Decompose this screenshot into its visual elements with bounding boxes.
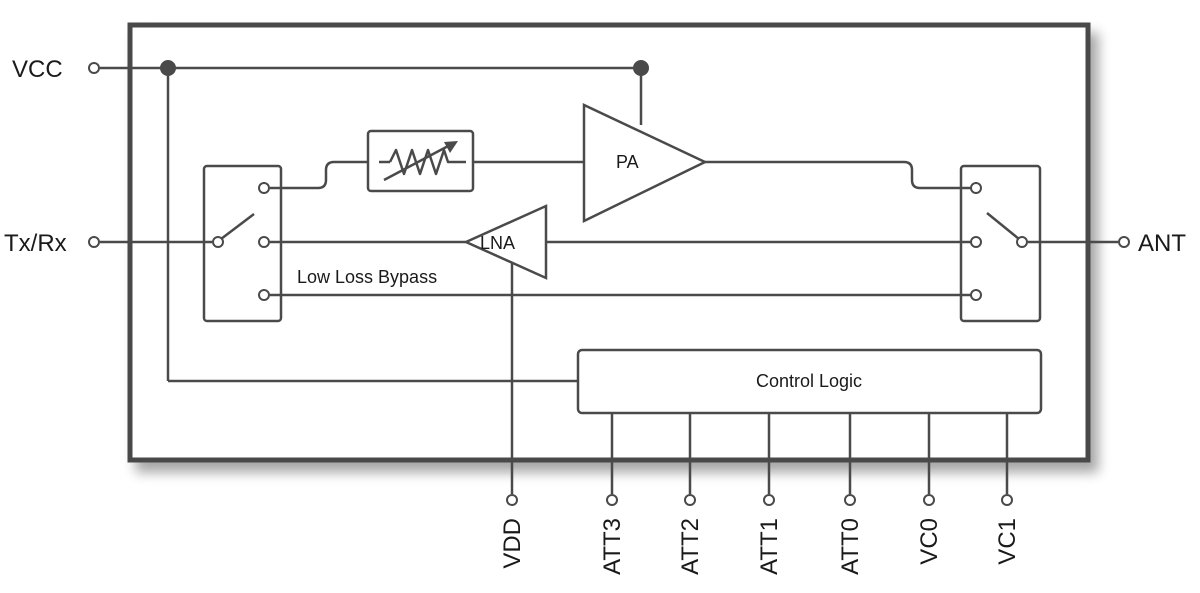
output-switch [959, 164, 1118, 323]
pa-label: PA [616, 152, 639, 172]
vcc-pin [88, 62, 100, 74]
pin-att2: ATT2 [677, 494, 704, 575]
pin-vdd: VDD [499, 494, 526, 569]
ant-label: ANT [1138, 230, 1186, 257]
control-logic-label: Control Logic [756, 371, 862, 391]
pin-label: VC1 [994, 518, 1021, 565]
pin-label: ATT1 [756, 518, 783, 575]
pin-label: ATT0 [837, 518, 864, 575]
pin-att3: ATT3 [599, 494, 626, 575]
attenuator-arrow-icon [444, 141, 458, 153]
pin-att1: ATT1 [756, 494, 783, 575]
low-noise-amplifier: LNA [462, 204, 548, 280]
pin-label: ATT3 [599, 518, 626, 575]
lna-label: LNA [480, 233, 515, 253]
pin-label: VC0 [916, 518, 943, 565]
variable-attenuator [366, 129, 475, 193]
vcc-label: VCC [12, 56, 63, 83]
pin-vc0: VC0 [916, 494, 943, 565]
power-amplifier: PA [582, 103, 708, 224]
control-leads [610, 413, 1009, 494]
control-logic-block: Control Logic [576, 348, 1043, 415]
input-switch [100, 164, 283, 323]
vcc-rail [100, 60, 649, 383]
pin-label: VDD [499, 518, 526, 569]
vcc-junction-dot [160, 60, 176, 76]
pa-supply-junction-dot [633, 60, 649, 76]
pin-vc1: VC1 [994, 494, 1021, 565]
txrx-label: Tx/Rx [4, 230, 67, 257]
ant-pin [1118, 236, 1130, 248]
txrx-pin [88, 236, 100, 248]
low-loss-bypass-label: Low Loss Bypass [297, 267, 437, 287]
pin-att0: ATT0 [837, 494, 864, 575]
pin-label: ATT2 [677, 518, 704, 575]
